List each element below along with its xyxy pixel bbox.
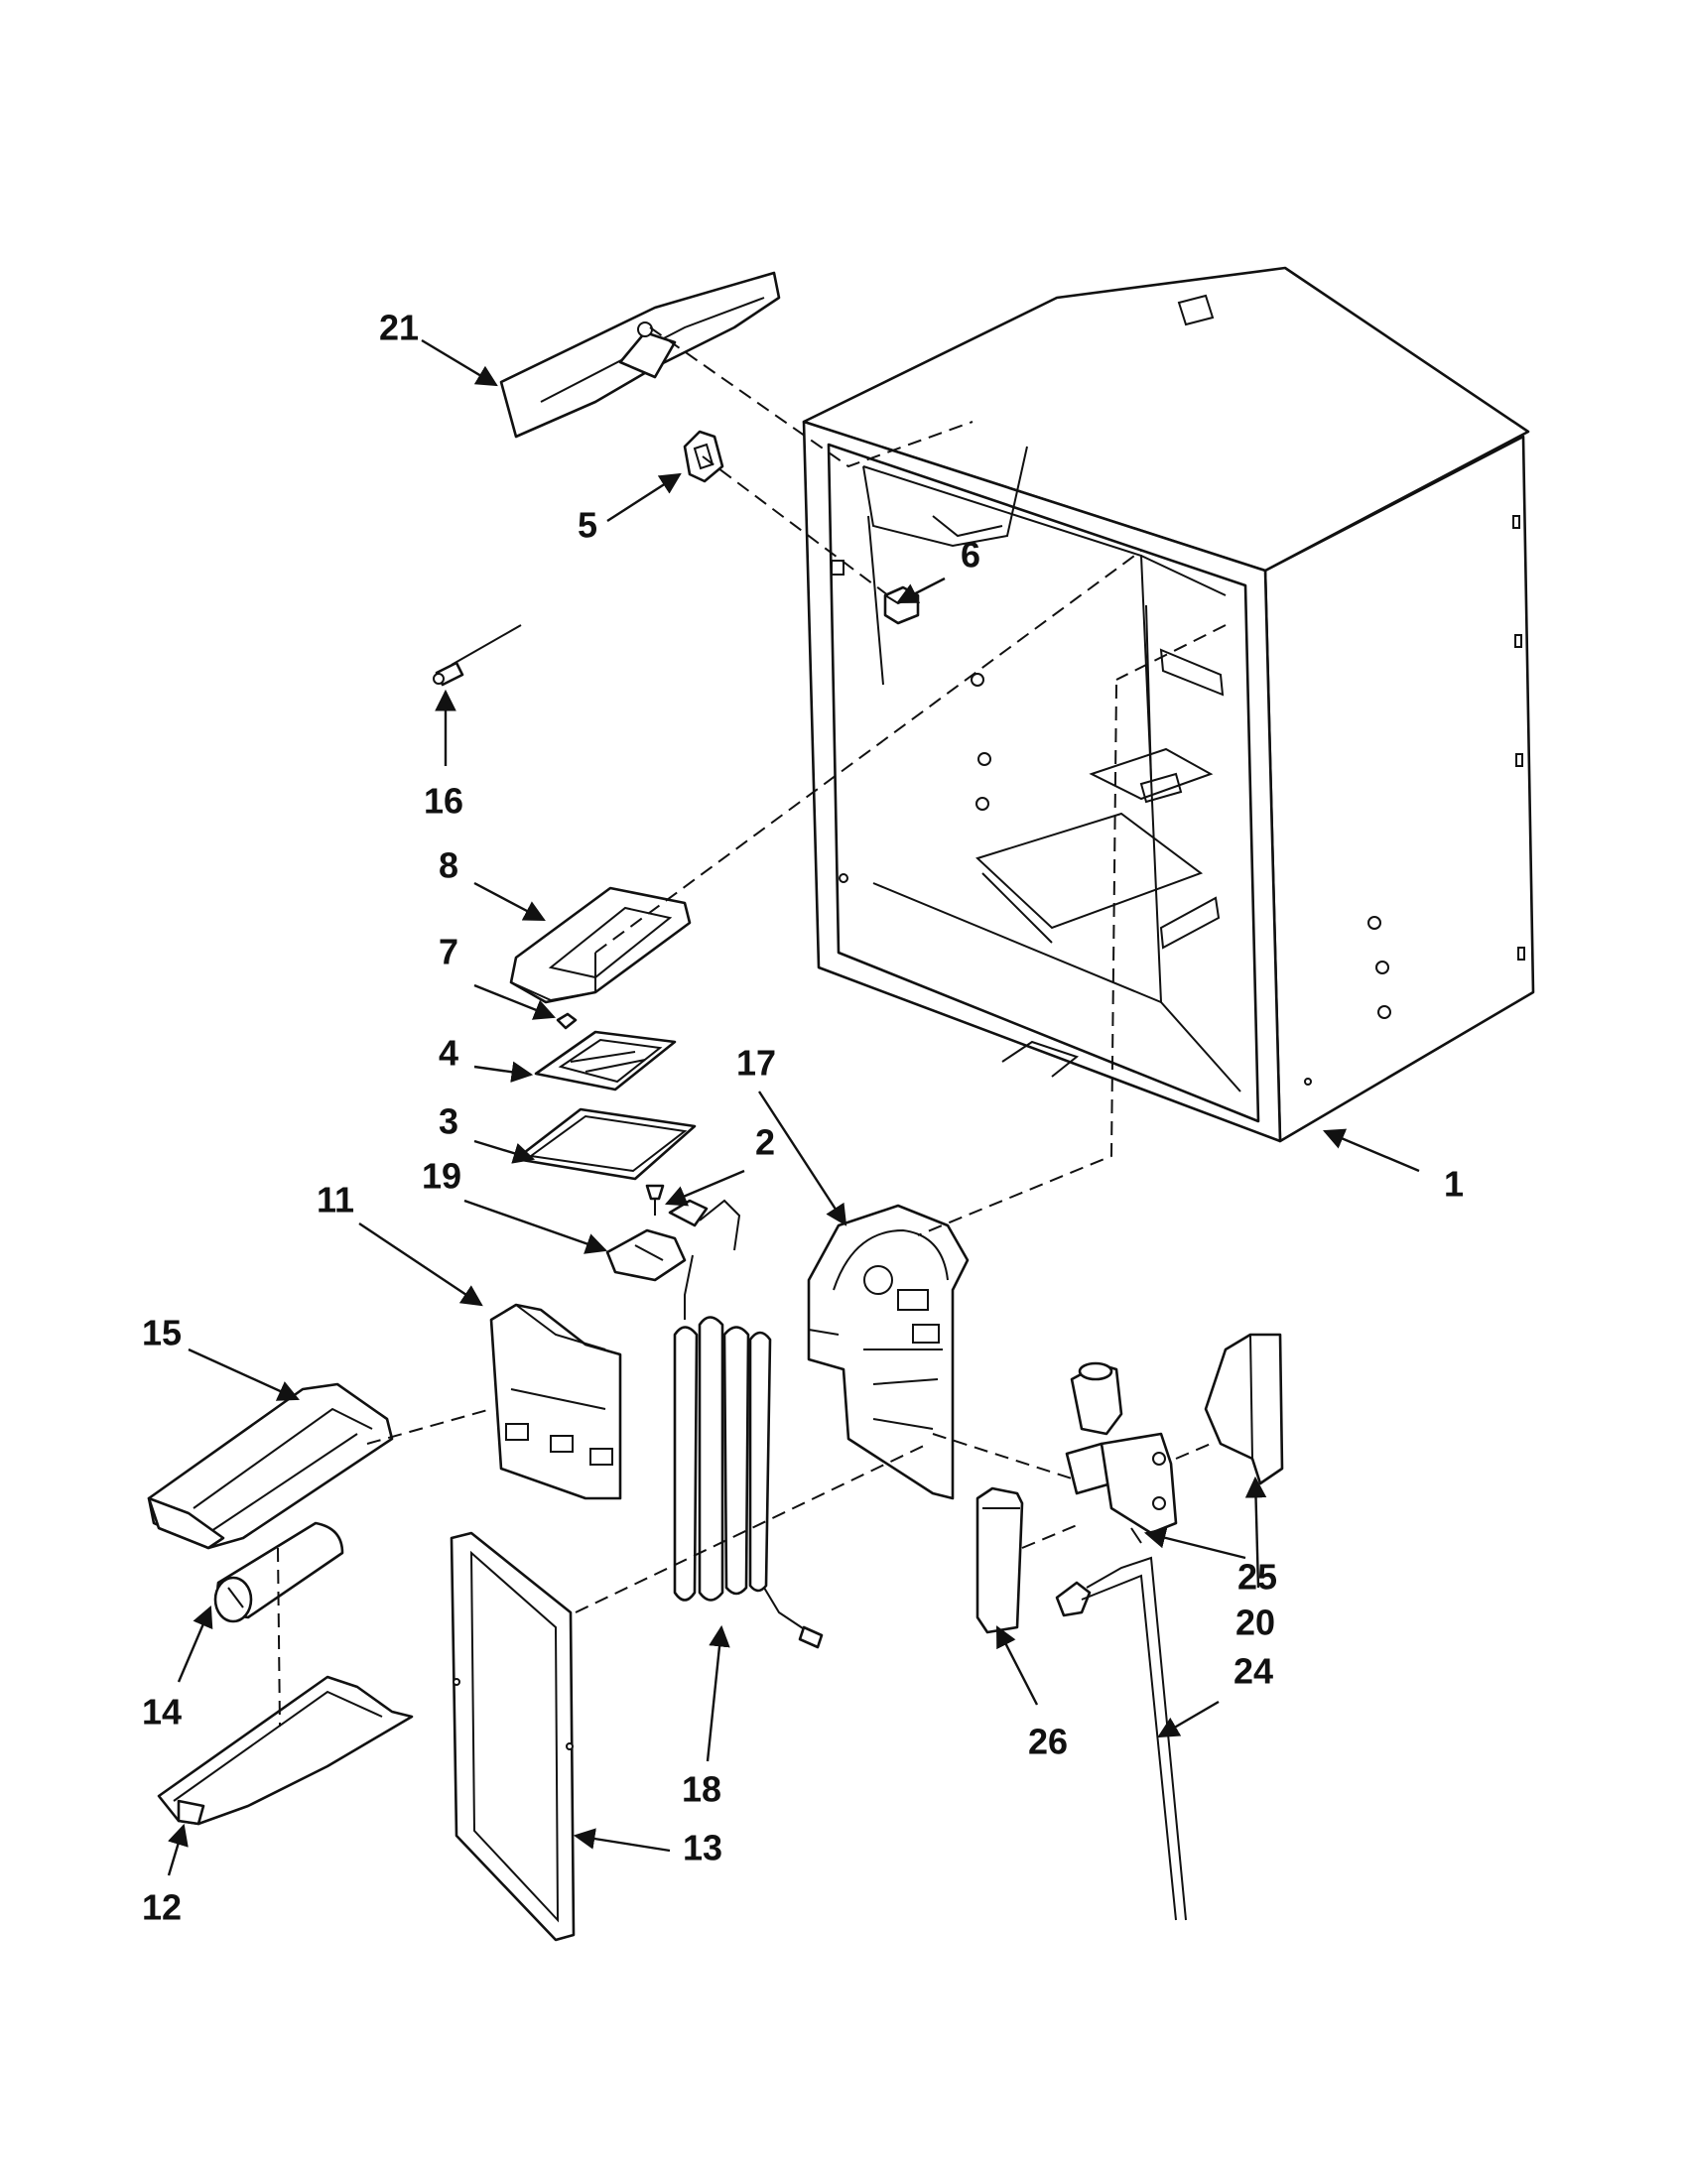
part-3-cover-plate [514, 1107, 697, 1181]
callout-18: 18 [682, 1769, 721, 1810]
part-16-probe [433, 624, 522, 687]
callout-11: 11 [317, 1180, 354, 1220]
part-12-filter-cover [157, 1675, 414, 1826]
part-7-connector [556, 1012, 578, 1030]
callout-4: 4 [439, 1033, 458, 1074]
part-19-switch [605, 1199, 709, 1282]
alignment-lines [277, 326, 1227, 1728]
part-24-water-tube [1055, 1556, 1187, 1921]
part-11-bracket [489, 1303, 622, 1500]
callout-15: 15 [142, 1313, 182, 1353]
part-20-water-valve [1065, 1361, 1178, 1544]
callout-7: 7 [439, 932, 458, 972]
part-1-liner [802, 266, 1535, 1143]
callout-21: 21 [379, 308, 419, 348]
callout-25-visible: 25 [1237, 1557, 1277, 1598]
callout-16: 16 [424, 781, 463, 822]
callout-labels: 21 5 6 16 8 7 4 3 2 17 19 1 11 15 14 12 … [142, 308, 1464, 1928]
part-17-housing [807, 1204, 970, 1500]
part-25-bracket [1204, 1333, 1284, 1485]
part-14-filter-cartridge [213, 1521, 344, 1623]
callout-20: 20 [1235, 1603, 1275, 1643]
callout-6: 6 [961, 535, 980, 576]
leader-lines [167, 338, 1420, 1876]
part-6-clip [883, 585, 920, 625]
callout-19: 19 [422, 1156, 461, 1197]
part-13-panel [450, 1531, 576, 1942]
part-15-filter-head [147, 1382, 394, 1550]
callout-26: 26 [1028, 1722, 1068, 1762]
callout-12: 12 [142, 1887, 182, 1928]
part-21-cover [499, 271, 781, 439]
callout-14: 14 [142, 1692, 182, 1733]
callout-8: 8 [439, 845, 458, 886]
part-4-board [534, 1030, 677, 1092]
part-2-screw [645, 1184, 665, 1216]
callout-2: 2 [755, 1122, 775, 1163]
callout-17: 17 [736, 1043, 776, 1084]
callout-3: 3 [439, 1101, 458, 1142]
part-8-housing [509, 886, 692, 1004]
callout-24: 24 [1234, 1651, 1273, 1692]
callout-13: 13 [683, 1828, 722, 1868]
part-18-heater-assembly [673, 1199, 824, 1649]
part-26-clip [975, 1486, 1024, 1634]
callout-1: 1 [1444, 1164, 1464, 1205]
callout-5: 5 [578, 505, 597, 546]
